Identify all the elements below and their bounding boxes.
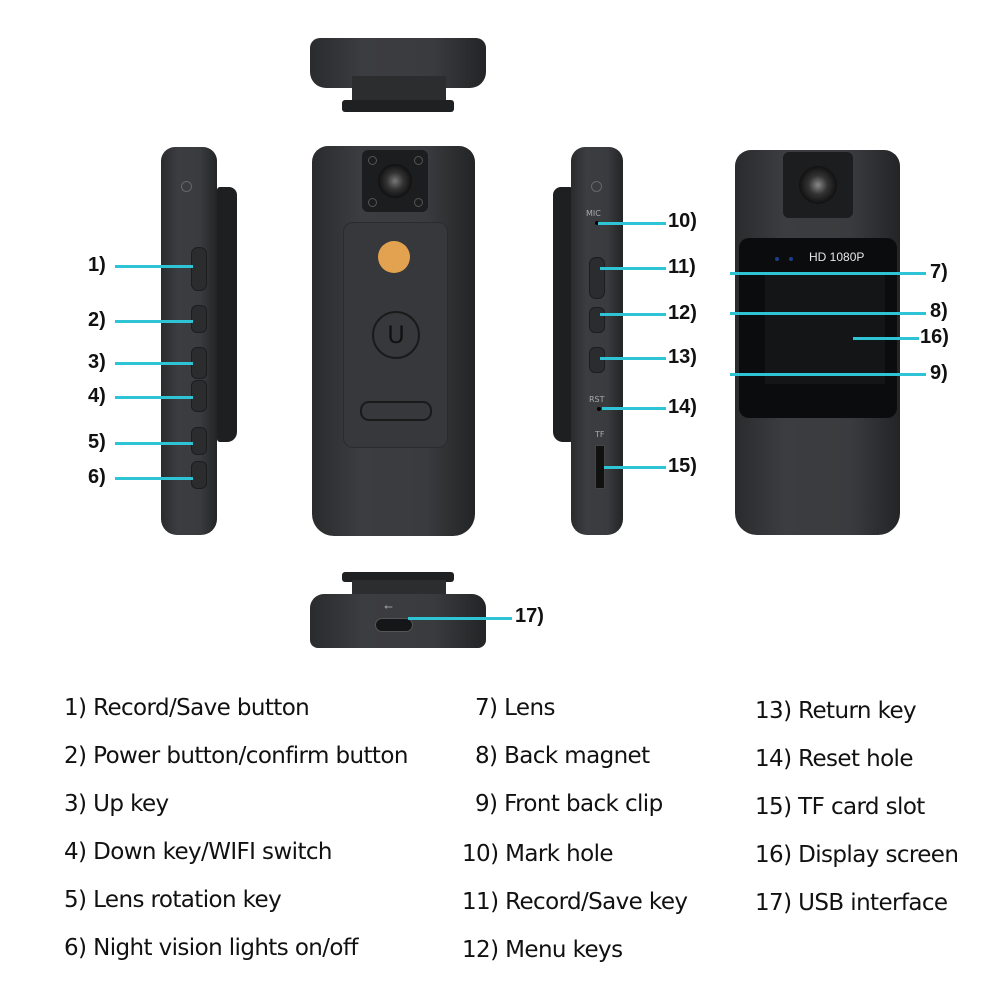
callout-5: 5) [88,431,106,453]
magnet-icon: U [372,311,420,359]
ir-led [368,156,377,165]
legend-item-17: 17) USB interface [755,890,948,916]
left-clip [217,187,237,442]
legend-item-8: 8) Back magnet [475,743,650,769]
callout-16: 16) [920,326,949,348]
callout-line-12 [600,313,666,316]
left-mic-hole-icon [181,181,192,192]
down-key[interactable] [191,380,207,412]
device-back-view: U [312,146,475,536]
callout-11: 11) [668,256,696,278]
clip-slot [360,401,432,421]
legend-item-13: 13) Return key [755,698,917,724]
callout-13: 13) [668,346,697,368]
ir-led [414,198,423,207]
legend-item-15: 15) TF card slot [755,794,925,820]
callout-10: 10) [668,210,697,232]
mark-hole [595,221,599,225]
menu-key[interactable] [589,307,605,333]
mic-label: MIC [586,209,601,218]
tf-label: TF [595,430,605,439]
callout-9: 9) [930,362,948,384]
legend-item-4: 4) Down key/WIFI switch [64,839,332,865]
callout-15: 15) [668,455,697,477]
device-right-side-view: MIC RST TF [553,147,623,537]
up-key[interactable] [191,347,207,379]
callout-1: 1) [88,254,106,276]
callout-line-1 [115,265,193,268]
callout-line-8 [730,312,926,315]
device-top-view [310,38,486,114]
callout-line-3 [115,362,193,365]
callout-4: 4) [88,385,106,407]
bottom-clip-base [342,572,454,582]
lens-icon [378,164,412,198]
front-lens-icon [799,166,837,204]
usb-icon: ⭠ [384,600,393,613]
return-key[interactable] [589,347,605,373]
callout-3: 3) [88,351,106,373]
legend-item-12: 12) Menu keys [462,937,623,963]
legend-item-5: 5) Lens rotation key [64,887,282,913]
callout-2: 2) [88,309,106,331]
usb-c-port[interactable] [375,618,413,632]
legend-item-9: 9) Front back clip [475,791,663,817]
callout-8: 8) [930,300,948,322]
callout-line-10 [598,222,666,225]
hd-label: HD 1080P [809,250,865,264]
callout-17: 17) [515,605,544,627]
display-screen: HD 1080P [739,238,897,418]
callout-line-6 [115,477,193,480]
callout-line-17 [408,617,512,620]
right-clip [553,187,573,442]
callout-line-15 [604,466,666,469]
lens-rotation-key[interactable] [191,427,207,455]
legend-item-10: 10) Mark hole [462,841,614,867]
callout-line-5 [115,442,193,445]
front-lens-housing [783,152,853,218]
lens-housing [362,150,428,212]
callout-line-16 [853,337,919,340]
legend-item-6: 6) Night vision lights on/off [64,935,358,961]
bottom-mount [352,580,446,596]
power-confirm-button[interactable] [191,305,207,333]
device-left-side-view [155,147,250,537]
callout-line-2 [115,320,193,323]
callout-6: 6) [88,466,106,488]
legend-item-14: 14) Reset hole [755,746,914,772]
legend-item-3: 3) Up key [64,791,169,817]
callout-line-14 [602,407,666,410]
legend-item-16: 16) Display screen [755,842,959,868]
status-led [789,257,793,261]
device-bottom-view: ⭠ [310,572,486,648]
right-mic-hole-icon [591,181,602,192]
legend-item-7: 7) Lens [475,695,555,721]
callout-line-4 [115,396,193,399]
screen-area [765,272,885,384]
callout-line-13 [600,357,666,360]
ir-led [414,156,423,165]
callout-line-11 [600,267,666,270]
ir-led [368,198,377,207]
device-front-view: HD 1080P [735,150,900,535]
legend-item-2: 2) Power button/confirm button [64,743,408,769]
back-clip-plate: U [343,222,448,448]
callout-line-9 [730,373,926,376]
callout-line-7 [730,272,926,275]
record-save-button[interactable] [191,247,207,291]
callout-7: 7) [930,261,948,283]
top-base [342,100,454,112]
night-vision-key[interactable] [191,461,207,489]
left-body [161,147,217,535]
callout-12: 12) [668,302,697,324]
status-led [775,257,779,261]
magnet-indicator [378,241,410,273]
callout-14: 14) [668,396,697,418]
reset-hole[interactable] [597,407,601,411]
legend-item-1: 1) Record/Save button [64,695,310,721]
legend-item-11: 11) Record/Save key [462,889,688,915]
record-save-key[interactable] [589,257,605,299]
rst-label: RST [589,395,605,404]
